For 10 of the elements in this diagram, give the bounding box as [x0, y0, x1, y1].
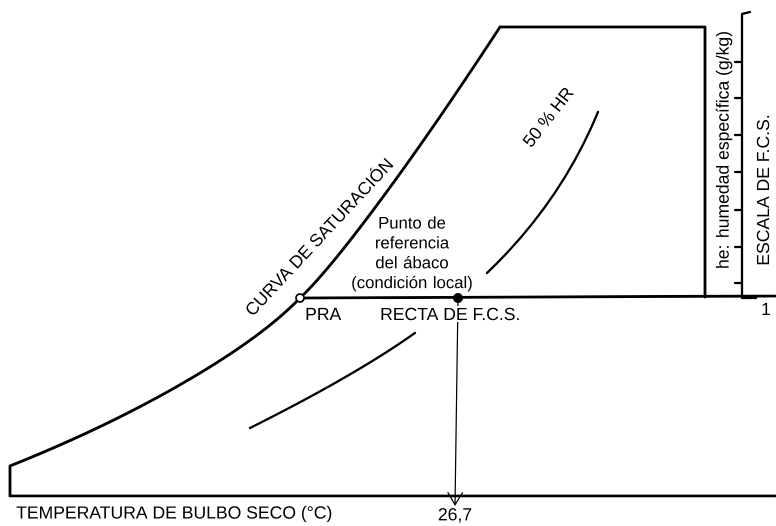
scale-value: 1	[759, 301, 773, 317]
scale-label: ESCALA DE F.C.S.	[755, 112, 771, 268]
axis-label: TEMPERATURA DE BULBO SECO (°C)	[14, 504, 334, 524]
point-label: PRA	[303, 306, 343, 322]
curve-label: 50 % HR	[518, 83, 578, 151]
line-label: RECTA DE F.C.S.	[378, 306, 522, 322]
axis-label: he: humedad específica (g/kg)	[714, 29, 734, 271]
temperature-value: 26,7	[438, 508, 472, 523]
reference-point	[453, 293, 463, 303]
arrow	[447, 302, 464, 506]
